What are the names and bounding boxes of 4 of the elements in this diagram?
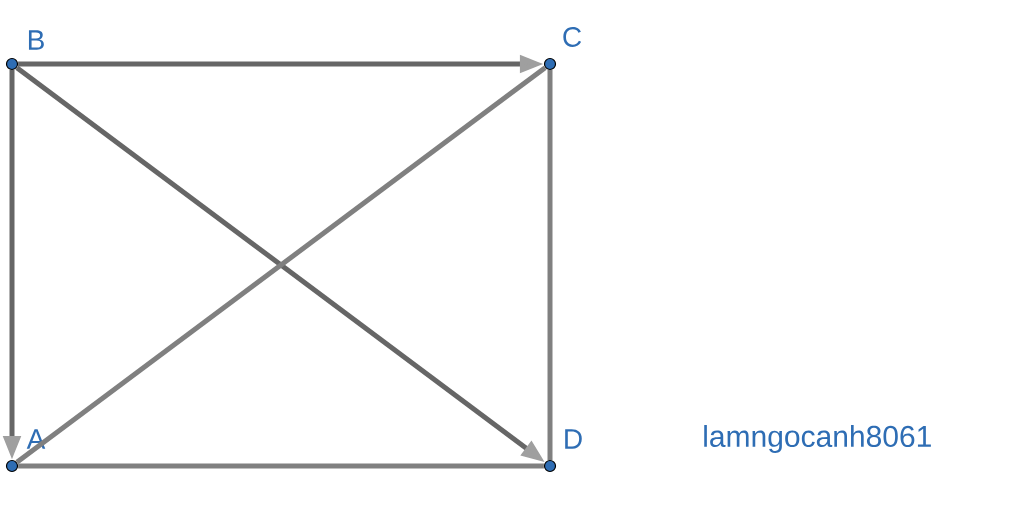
point-label: D bbox=[565, 429, 582, 449]
point-label: B bbox=[28, 30, 44, 50]
signature-text: lamngocanh8061 bbox=[704, 425, 931, 453]
point-label: C bbox=[563, 27, 582, 47]
